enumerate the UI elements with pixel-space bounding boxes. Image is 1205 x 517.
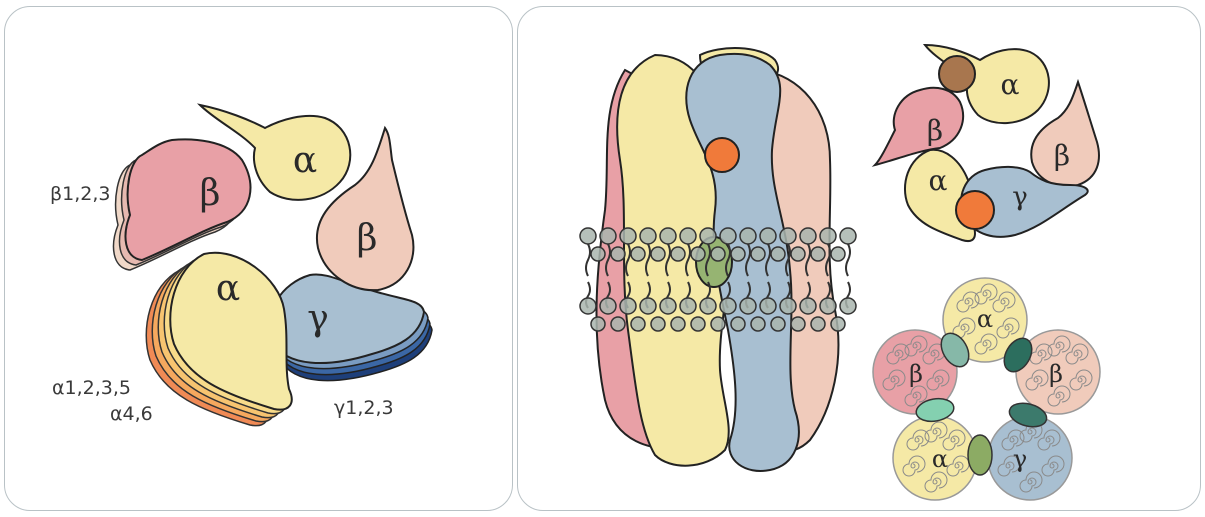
lipid-head [651,247,665,261]
lipid-head [691,317,705,331]
lipid-head [831,317,845,331]
lipid-head [591,317,605,331]
lipid-head [791,317,805,331]
left-subunit-ring: γ α β α β [114,105,432,426]
lipid-head [700,228,716,244]
lipid-head [760,298,776,314]
beta-label-right: β [357,218,378,259]
spiral-beta-left-label: β [909,360,923,388]
lipid-head [760,228,776,244]
lipid-head [580,228,596,244]
lipid-head [820,228,836,244]
lipid-tail [846,244,850,276]
lipid-head [671,317,685,331]
lipid-head [640,298,656,314]
lipid-head [820,298,836,314]
lipid-head [600,298,616,314]
lipid-tail [586,244,590,276]
lipid-head [711,317,725,331]
lipid-head [731,317,745,331]
lipid-head [660,228,676,244]
lipid-head [611,247,625,261]
lipid-head [840,298,856,314]
channel-spiral-view: α β β α γ [873,278,1100,500]
gamma-family-label: γ1,2,3 [334,397,394,419]
lipid-head [700,298,716,314]
lipid-head [771,247,785,261]
lipid-head [711,247,725,261]
binding-site-brown [939,56,975,92]
alpha-extra-label: α4,6 [110,403,153,425]
lipid-head [660,298,676,314]
lipid-head [620,298,636,314]
lipid-head [720,228,736,244]
lipid-head [800,228,816,244]
lipid-head [780,298,796,314]
gamma-label: γ [307,298,329,339]
top-ring-beta-left-label: β [927,114,943,147]
lipid-head [580,298,596,314]
lipid-head [591,247,605,261]
spiral-alpha-top-label: α [977,305,993,333]
lipid-head [811,317,825,331]
lipid-head [791,247,805,261]
lipid-head [831,247,845,261]
lipid-head [731,247,745,261]
lipid-head [680,228,696,244]
spiral-gamma-label: γ [1013,445,1027,473]
alpha-family-label: α1,2,3,5 [52,377,131,399]
lipid-head [840,228,856,244]
lipid-head [631,317,645,331]
lipid-head [800,298,816,314]
lipid-head [651,317,665,331]
channel-top-view: α β β α γ [875,45,1099,241]
top-ring-beta-right-label: β [1054,139,1070,172]
lipid-head [640,228,656,244]
lipid-head [740,228,756,244]
alpha-label-upper: α [293,140,317,181]
lipid-head [631,247,645,261]
lipid-head [740,298,756,314]
lipid-head [720,298,736,314]
lipid-head [680,298,696,314]
lipid-head [780,228,796,244]
binding-site-side [705,138,739,172]
lipid-head [751,247,765,261]
lipid-head [620,228,636,244]
lipid-head [600,228,616,244]
binding-site-top-view [956,191,994,229]
lipid-head [671,247,685,261]
spiral-beta-right-label: β [1049,360,1063,388]
top-ring-gamma-label: γ [1012,182,1028,212]
beta-family-label: β1,2,3 [50,183,110,205]
channel-side-view [580,48,856,471]
beta-label-left: β [200,173,221,214]
lipid-head [811,247,825,261]
lipid-head [691,247,705,261]
alpha-label-lower: α [216,268,240,309]
top-ring-alpha-bottom-label: α [929,164,948,197]
lipid-head [771,317,785,331]
spiral-alpha-bottom-label: α [932,445,948,473]
top-ring-alpha-top-label: α [1001,68,1020,101]
lipid-head [611,317,625,331]
lipid-head [751,317,765,331]
